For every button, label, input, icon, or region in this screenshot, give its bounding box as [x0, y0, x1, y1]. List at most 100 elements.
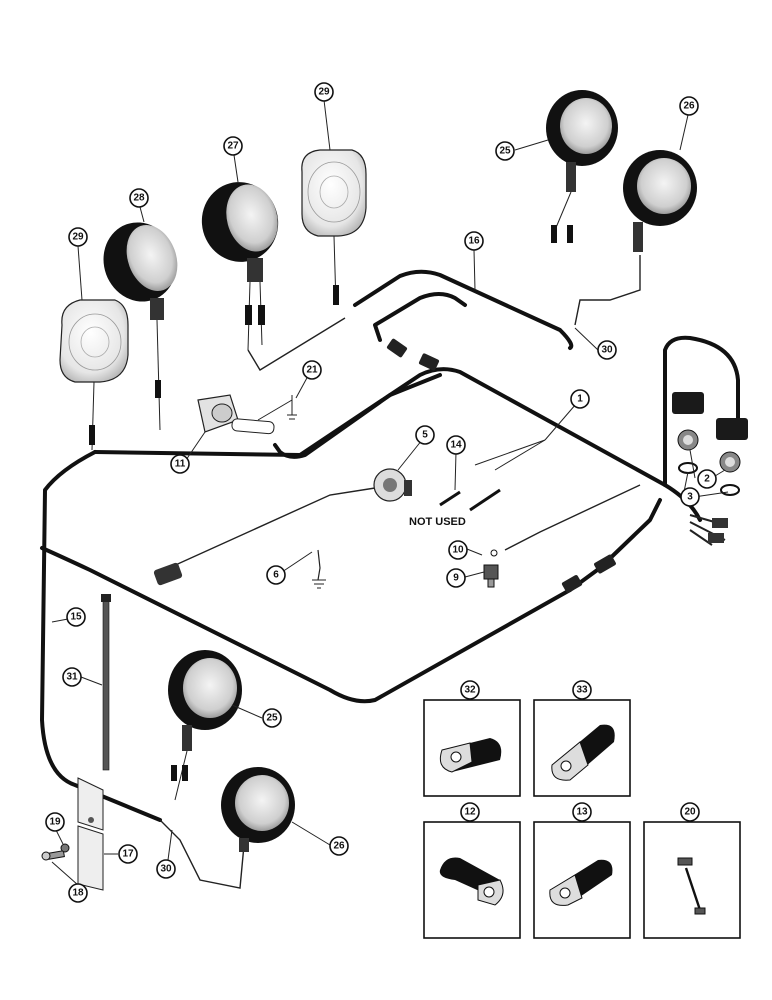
gauge-5	[373, 468, 412, 502]
callout-3: 3	[680, 487, 700, 507]
connector-lower-2	[594, 554, 616, 574]
callout-25-lower: 25	[262, 708, 282, 728]
callout-label: 27	[227, 141, 239, 152]
callout-10: 10	[448, 540, 468, 560]
callout-label: 25	[266, 713, 278, 724]
callout-33: 33	[572, 680, 592, 700]
callout-21: 21	[302, 360, 322, 380]
callout-label: 17	[122, 849, 134, 860]
connector-lower-1	[561, 575, 583, 593]
callout-30-lower: 30	[156, 859, 176, 879]
callout-31: 31	[62, 667, 82, 687]
callout-9: 9	[446, 568, 466, 588]
callout-label: 26	[683, 101, 695, 112]
switch-11	[197, 394, 275, 435]
callout-label: 14	[450, 440, 462, 451]
callout-26-lower: 26	[329, 836, 349, 856]
callout-label: 11	[175, 459, 186, 470]
callout-label: 25	[499, 146, 511, 157]
callout-20: 20	[680, 802, 700, 822]
switch-2-right	[719, 451, 741, 473]
wire-to-gauge	[159, 487, 376, 573]
callout-25-upper: 25	[495, 141, 515, 161]
callout-label: 6	[273, 570, 279, 581]
callout-16: 16	[464, 231, 484, 251]
callout-11: 11	[170, 454, 190, 474]
harness-left-branch	[40, 546, 572, 704]
ground-21	[257, 395, 297, 421]
detail-box-12	[423, 821, 521, 939]
callout-12: 12	[460, 802, 480, 822]
connector-upper-1	[386, 338, 408, 358]
lamp-28	[103, 222, 178, 431]
detail-box-20	[643, 821, 741, 939]
callout-label: 30	[160, 864, 172, 875]
leads-14	[439, 439, 546, 512]
callout-label: 15	[70, 612, 82, 623]
detail-box-32	[423, 699, 521, 797]
harness-right-drop	[568, 498, 662, 592]
callout-29-left: 29	[68, 227, 88, 247]
harness-right-tail	[663, 335, 740, 487]
callout-14: 14	[446, 435, 466, 455]
lamp-26-upper	[623, 150, 697, 252]
callout-label: 28	[133, 193, 145, 204]
lamp-26-lower	[221, 767, 295, 852]
lamp-25-lower	[168, 650, 242, 801]
tie-strap-31	[101, 594, 111, 771]
callout-label: 16	[468, 236, 480, 247]
callout-label: 29	[318, 87, 330, 98]
callout-5: 5	[415, 425, 435, 445]
callout-label: 10	[452, 545, 464, 556]
connector-upper-2	[418, 353, 440, 371]
leader-lines	[51, 99, 729, 886]
callout-26-upper: 26	[679, 96, 699, 116]
callout-label: 12	[464, 807, 476, 818]
connector-block-right	[716, 418, 748, 440]
callout-label: 9	[453, 573, 459, 584]
detail-box-33	[533, 699, 631, 797]
connector-block-left	[672, 392, 704, 414]
wire-to-sender	[504, 484, 641, 551]
main-harness	[40, 255, 740, 889]
floodlight-29-right	[301, 149, 367, 306]
callout-label: 26	[333, 841, 345, 852]
callout-label: 5	[422, 430, 428, 441]
switch-2-left	[677, 429, 699, 451]
callout-6: 6	[266, 565, 286, 585]
callout-label: 30	[601, 345, 613, 356]
callout-label: 31	[66, 672, 78, 683]
callout-label: 18	[72, 888, 84, 899]
callout-label: 33	[576, 685, 588, 696]
detail-box-13	[533, 821, 631, 939]
callout-1: 1	[570, 389, 590, 409]
callout-19: 19	[45, 812, 65, 832]
plug-connector	[153, 562, 183, 586]
callout-2: 2	[697, 469, 717, 489]
ground-6	[312, 549, 326, 589]
callout-32: 32	[460, 680, 480, 700]
callout-label: 20	[684, 807, 696, 818]
callout-label: 19	[49, 817, 61, 828]
callout-label: 1	[577, 394, 583, 405]
callout-15: 15	[66, 607, 86, 627]
wire-front-lamps	[159, 819, 245, 889]
harness-upper-rear	[353, 269, 574, 350]
callout-18: 18	[68, 883, 88, 903]
callout-13: 13	[572, 802, 592, 822]
nut-19	[60, 843, 70, 853]
callout-17: 17	[118, 844, 138, 864]
lamp-25-upper	[546, 90, 618, 243]
callout-label: 21	[306, 365, 318, 376]
bolt-18	[41, 850, 65, 861]
callout-label: 13	[576, 807, 588, 818]
callout-label: 2	[704, 474, 710, 485]
harness-mid-spur	[273, 373, 442, 459]
wire-rear-lamp-25	[247, 317, 346, 371]
not-used-label: NOT USED	[409, 516, 466, 528]
callout-label: 29	[72, 232, 84, 243]
lamp-27	[201, 182, 279, 351]
callout-29-right: 29	[314, 82, 334, 102]
